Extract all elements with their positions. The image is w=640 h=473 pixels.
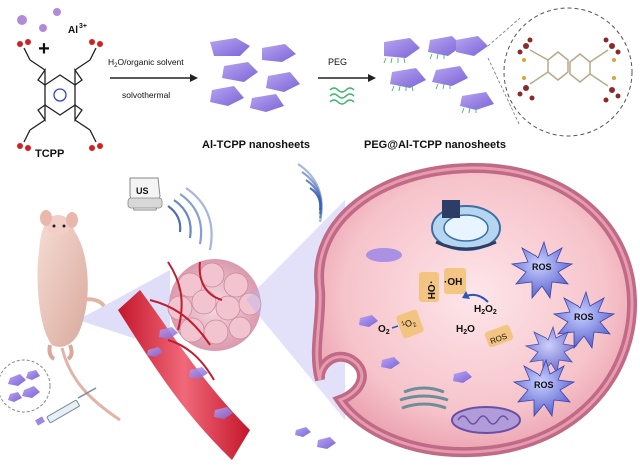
svg-text:ROS: ROS [534, 380, 554, 390]
svg-text:ROS: ROS [532, 262, 552, 272]
ros-star-3 [524, 325, 578, 375]
oh-badge-2: ·OH [444, 268, 466, 294]
tcpp-label: TCPP [35, 148, 64, 160]
arrow-step1: H2O/organic solvent solvothermal [108, 57, 198, 100]
peg-nanosheets-label: PEG@Al-TCPP nanosheets [364, 139, 506, 151]
svg-text:·OH: ·OH [444, 277, 462, 288]
structure-zoom [487, 7, 633, 137]
svg-text:ROS: ROS [574, 312, 594, 322]
vesicle [366, 248, 402, 262]
al-ions: Al 3+ [17, 8, 87, 36]
syringe-icon [35, 387, 97, 426]
tcpp-carboxyl [17, 39, 103, 151]
svg-text:·OH: ·OH [425, 281, 436, 299]
step1-condition-top: H2O/organic solvent [108, 57, 184, 69]
ros-star-2: ROS [552, 290, 616, 350]
mitochondria-icon [451, 406, 521, 434]
oh-badge-1: ·OH [419, 272, 439, 302]
tumor-cluster [149, 259, 262, 381]
step2-condition: PEG [328, 57, 347, 67]
er-organelle [399, 386, 449, 410]
step1-condition-bottom: solvothermal [122, 90, 170, 100]
ros-small-badge: ROS [484, 324, 514, 348]
al-tcpp-nanosheets [210, 38, 300, 112]
cell-nanosheets [295, 315, 472, 449]
ultrasound-waves-right [297, 163, 323, 223]
singlet-oxygen-badge: 1O2 [396, 309, 424, 339]
ultrasound-waves-left [167, 187, 213, 251]
ultrasound-probe: US [127, 177, 163, 211]
blood-vessel [118, 290, 250, 460]
nanosheets-label: Al-TCPP nanosheets [202, 139, 310, 151]
mouse-illustration [37, 210, 121, 422]
svg-text:1O2: 1O2 [400, 316, 418, 332]
ion-label: Al [68, 25, 78, 36]
h2o2-label: H2O2 [474, 304, 497, 316]
peg-nanosheets [383, 36, 494, 114]
tcpp-molecule [23, 47, 97, 143]
h2o-label: H2O [456, 324, 475, 336]
ros-star-4: ROS [512, 358, 576, 418]
ros-star-1: ROS [510, 240, 574, 300]
ion-charge: 3+ [79, 23, 87, 30]
injection-circle [0, 359, 97, 426]
us-label: US [136, 186, 149, 196]
plus-sign: + [38, 38, 50, 60]
o2-label: O2 [378, 324, 390, 336]
arrow-step2: PEG [318, 57, 376, 105]
golgi-organelle [431, 200, 501, 251]
